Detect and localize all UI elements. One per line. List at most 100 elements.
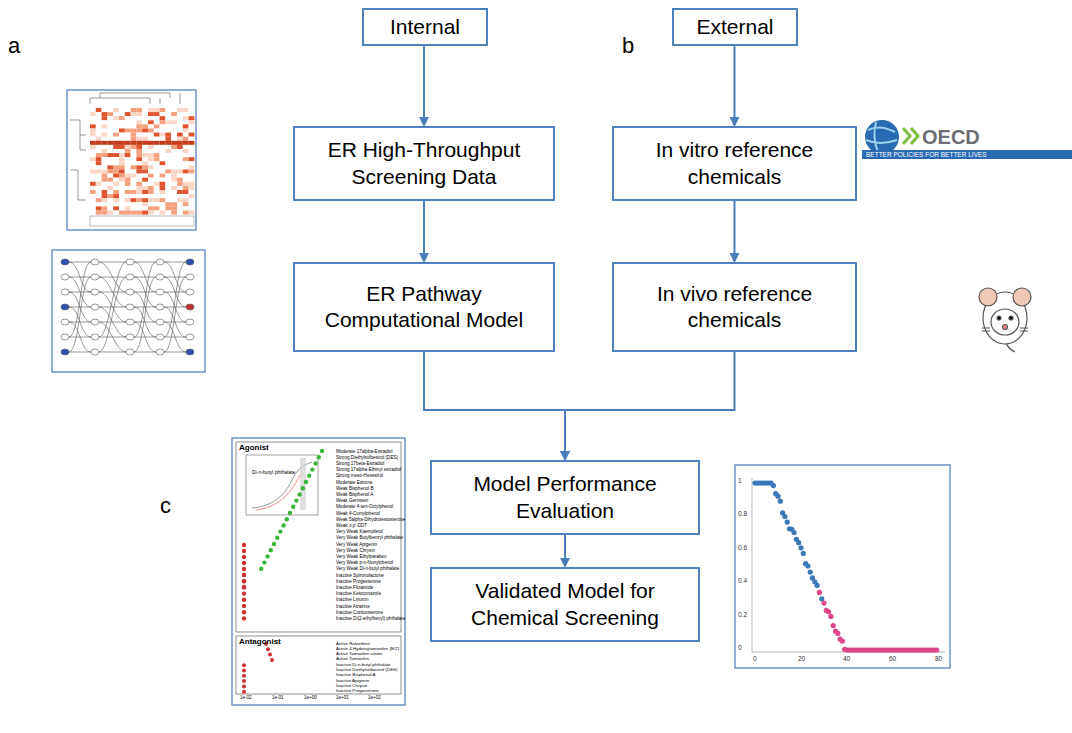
heat-cell [165,182,171,186]
heat-cell [136,108,142,112]
heat-cell [142,165,148,169]
heat-cell [148,211,154,215]
inactive-dot [242,573,246,577]
antagonist-dot [266,647,270,651]
heat-cell [142,116,148,120]
heat-cell [107,178,113,182]
heat-cell [189,211,195,215]
active-dot [304,480,308,484]
chemical-row: Inactive Diethylstilbestrol (DES) [336,668,398,673]
network-node [91,304,99,310]
heat-cell [183,186,189,190]
antagonist-dot [242,690,246,694]
network-link [134,292,156,293]
heat-cell [125,206,131,210]
heat-cell [125,112,131,116]
heat-cell [131,120,137,124]
inactive-dot [242,567,246,571]
network-link [99,262,126,337]
heat-cell [102,153,108,157]
chemical-row: Weak 4-Cumylphenol [336,511,380,516]
heat-cell [90,120,96,124]
antagonist-dot [242,663,246,667]
network-link [69,322,91,352]
heat-cell [102,129,108,133]
roc-point [782,514,787,519]
heat-cell [183,120,189,124]
heat-cell [136,165,142,169]
heat-cell [171,198,177,202]
panel-letter: b [622,34,634,58]
heat-cell [148,145,154,149]
heat-cell [148,153,154,157]
heat-cell [189,124,195,128]
heat-cell [165,108,171,112]
chemical-row: Moderate Estrone [336,480,373,485]
network-link [99,262,126,263]
heat-cell [183,194,189,198]
heat-cell [154,133,160,137]
heat-cell [96,202,102,206]
heat-cell [148,161,154,165]
heat-cell [125,186,131,190]
heat-cell [160,133,166,137]
heat-cell [148,206,154,210]
heat-cell [183,129,189,133]
axis-tick: 0.6 [738,544,747,551]
heat-cell [102,190,108,194]
chemical-row: Weak Bisphenol B [336,486,373,491]
heat-cell [107,198,113,202]
inactive-dot [242,610,246,614]
heat-cell [165,174,171,178]
heat-cell [160,112,166,116]
heat-cell [189,137,195,141]
heat-cell [171,149,177,153]
heat-cell [171,161,177,165]
heat-cell [90,116,96,120]
drawing-rect [236,636,401,694]
network-link [99,352,126,353]
heat-cell [113,206,119,210]
heat-cell [107,108,113,112]
panel-title: Antagonist [239,638,281,647]
heat-cell [125,129,131,133]
heat-cell [148,198,154,202]
process-box: Validated Model for Chemical Screening [430,567,700,642]
heat-cell [96,165,102,169]
chemical-row: Inactive Ketoconazole [336,591,381,596]
network-node [186,334,194,340]
network-node [186,304,194,310]
inactive-dot [242,579,246,583]
heat-cell [136,198,142,202]
chemical-row: Inactive Atrazine [336,604,370,609]
heat-cell [177,116,183,120]
heat-cell [160,129,166,133]
logo-tagline: BETTER POLICIES FOR BETTER LIVES [866,151,987,158]
heat-cell [96,116,102,120]
heat-cell [113,190,119,194]
heat-cell [107,141,113,145]
heat-cell [90,194,96,198]
heat-cell [171,170,177,174]
heat-cell [183,112,189,116]
heat-cell [142,174,148,178]
heat-cell [113,124,119,128]
heat-cell [125,149,131,153]
heat-cell [160,190,166,194]
heat-cell [154,141,160,145]
network-link [99,262,126,292]
heat-cell [131,194,137,198]
heat-cell [189,170,195,174]
network-node [91,319,99,325]
heat-cell [119,133,125,137]
drawing-rect [232,438,405,705]
heat-cell [177,198,183,202]
network-link [164,262,186,292]
network-link [99,292,126,322]
network-link [134,292,156,322]
heat-cell [189,165,195,169]
network-link [134,277,156,278]
heat-cell [148,190,154,194]
active-dot [281,523,285,527]
network-link [134,262,156,337]
